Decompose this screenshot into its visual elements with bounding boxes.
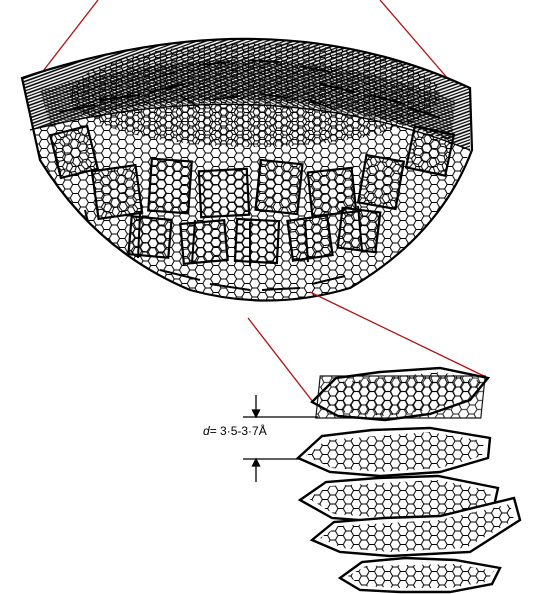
spacing-variable: d: [203, 424, 210, 438]
spacing-value: = 3·5-3·7Å: [210, 424, 267, 438]
carbon-nanoparticle-shell: [15, 10, 485, 315]
callout-line-lower-right: [310, 292, 488, 378]
interlayer-spacing-label: d= 3·5-3·7Å: [203, 424, 267, 438]
callout-line-lower-left: [248, 318, 313, 402]
interlayer-spacing-marker: [243, 395, 318, 482]
